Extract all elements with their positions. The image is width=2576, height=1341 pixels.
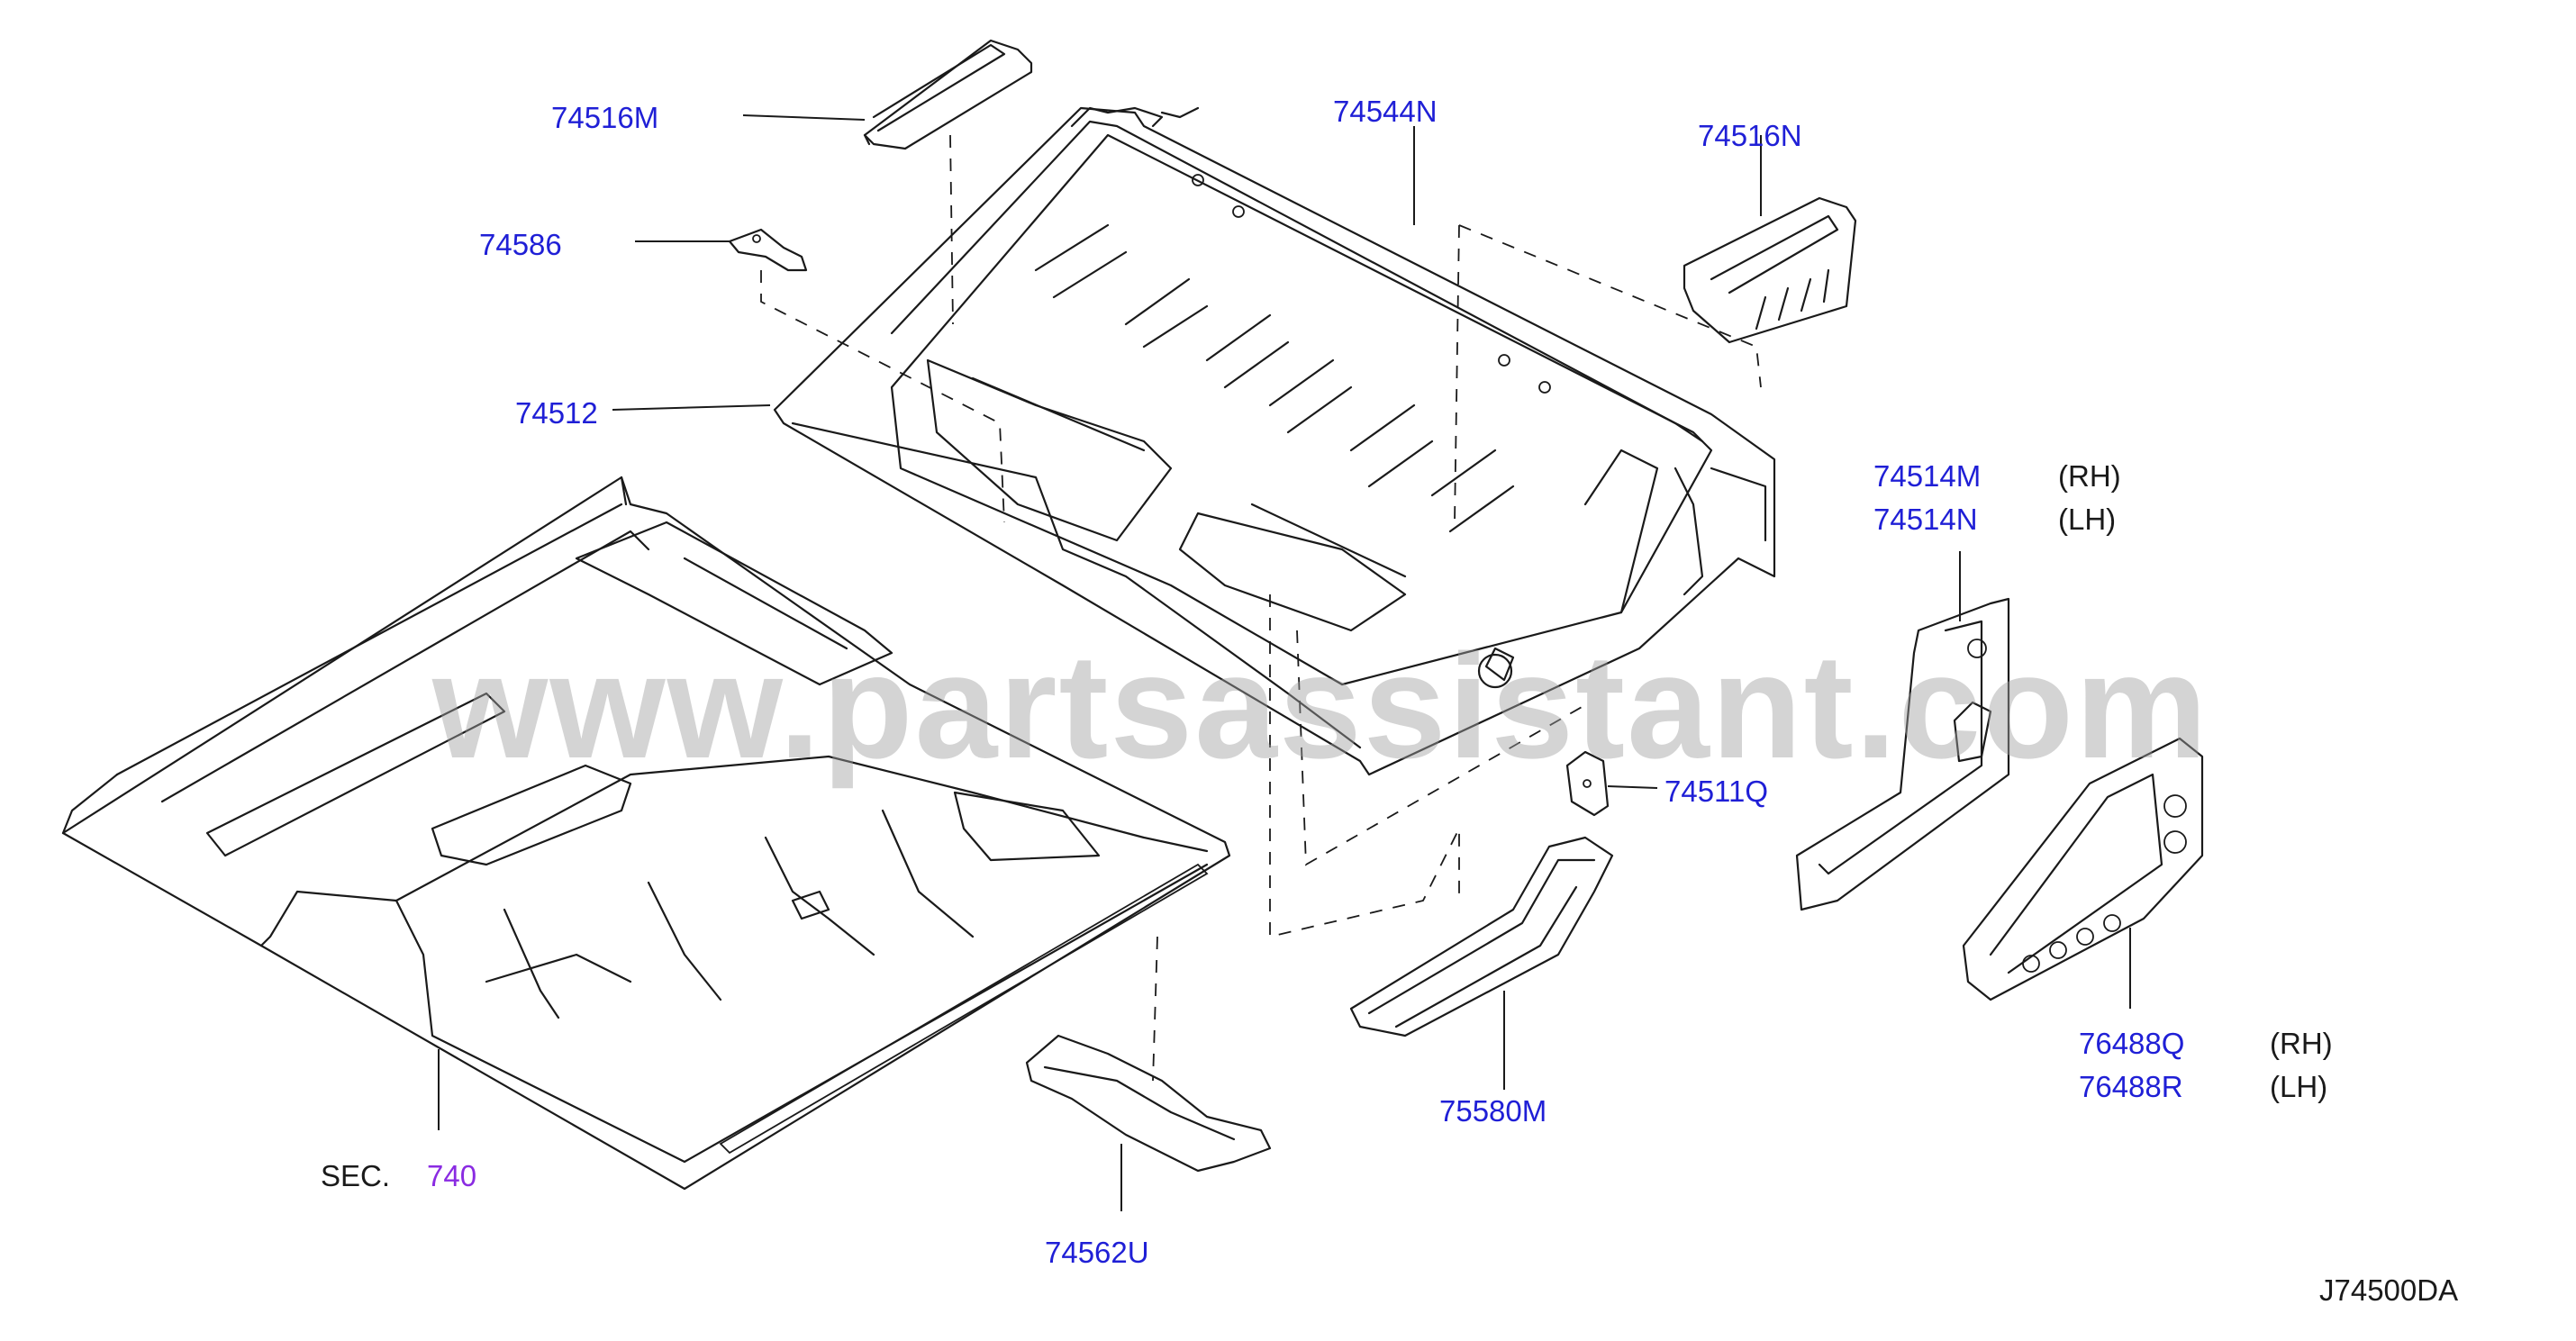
part-74514M-side-panel bbox=[1795, 597, 2010, 911]
part-75580M-member bbox=[1349, 836, 1614, 1037]
label-75580M[interactable]: 75580M bbox=[1439, 1094, 1547, 1128]
label-76488R-side: (LH) bbox=[2270, 1070, 2328, 1103]
label-74562U[interactable]: 74562U bbox=[1045, 1236, 1149, 1269]
leader-74511Q bbox=[1607, 785, 1658, 789]
label-74514M[interactable]: 74514M bbox=[1873, 459, 1982, 493]
part-74511Q-clip bbox=[1565, 750, 1610, 817]
part-74516M-bracket bbox=[863, 39, 1033, 150]
label-74516M[interactable]: 74516M bbox=[551, 101, 659, 134]
part-74516N-bracket bbox=[1683, 196, 1857, 344]
watermark: www.partsassistant.com bbox=[432, 623, 2209, 789]
label-74514N[interactable]: 74514N bbox=[1873, 503, 1978, 536]
front-floor-panel bbox=[61, 476, 1231, 1191]
label-74544N[interactable]: 74544N bbox=[1333, 95, 1438, 128]
label-74516N[interactable]: 74516N bbox=[1698, 119, 1802, 152]
label-74586[interactable]: 74586 bbox=[479, 228, 562, 261]
leader-74516M bbox=[742, 114, 866, 121]
leader-74512 bbox=[612, 404, 771, 411]
label-74514N-side: (LH) bbox=[2058, 503, 2117, 536]
diagram-code: J74500DA bbox=[2319, 1273, 2459, 1307]
assembly-guide-lines bbox=[760, 134, 1762, 1082]
label-76488Q[interactable]: 76488Q bbox=[2079, 1027, 2185, 1060]
label-76488R[interactable]: 76488R bbox=[2079, 1070, 2183, 1103]
section-prefix: SEC. bbox=[321, 1159, 391, 1192]
part-74562U-bracket bbox=[1025, 1034, 1272, 1173]
label-74514M-side: (RH) bbox=[2058, 459, 2121, 493]
label-74512[interactable]: 74512 bbox=[515, 396, 598, 430]
label-76488Q-side: (RH) bbox=[2270, 1027, 2333, 1060]
part-74586-clip bbox=[728, 228, 808, 272]
label-74511Q[interactable]: 74511Q bbox=[1664, 775, 1768, 808]
part-76488Q-reinforcement bbox=[1962, 737, 2204, 1001]
section-link-740[interactable]: 740 bbox=[427, 1159, 477, 1192]
